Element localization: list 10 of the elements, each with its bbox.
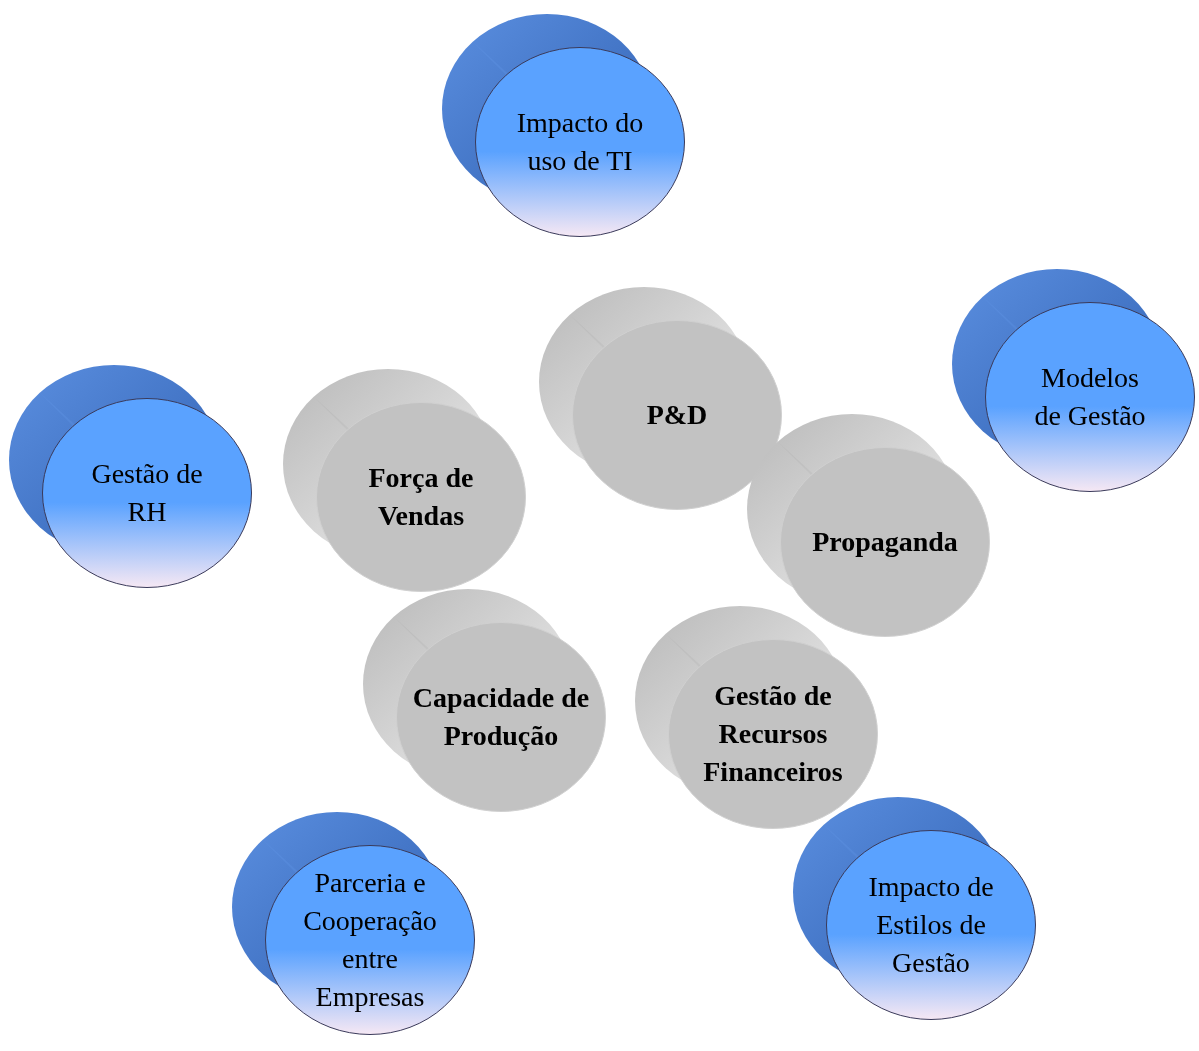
node-label: Modelos de Gestão bbox=[1033, 361, 1147, 433]
node-label: Parceria e Cooperação entre Empresas bbox=[302, 866, 438, 1014]
node-label: Impacto do uso de TI bbox=[515, 106, 645, 178]
node-label: Impacto de Estilos de Gestão bbox=[867, 870, 995, 980]
node-label: Gestão de Recursos Financeiros bbox=[702, 679, 844, 789]
node-label: P&D bbox=[646, 398, 708, 432]
node-label: Força de Vendas bbox=[367, 461, 475, 533]
node-label: Capacidade de Produção bbox=[411, 681, 591, 753]
node-label: Gestão de RH bbox=[90, 457, 204, 529]
node-label: Propaganda bbox=[812, 525, 958, 559]
